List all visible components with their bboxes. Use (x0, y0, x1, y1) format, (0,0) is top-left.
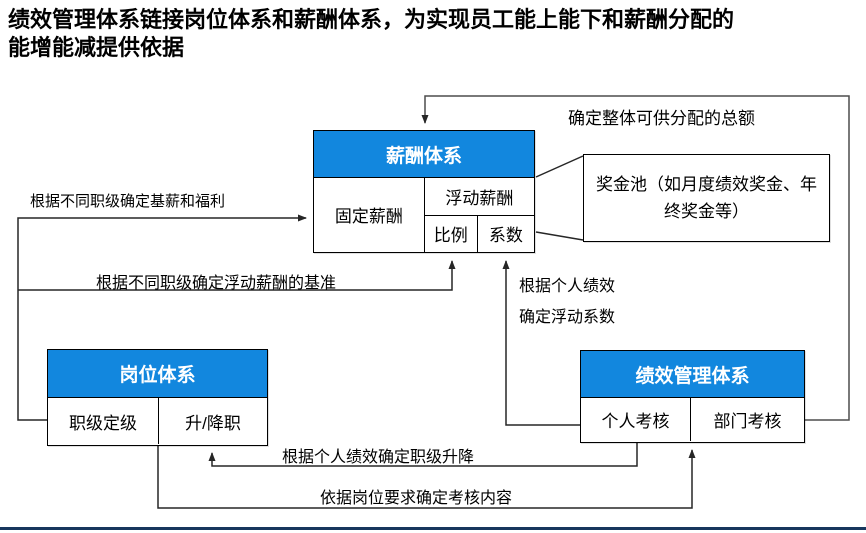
page-title-line2: 能增能减提供依据 (8, 35, 185, 60)
compensation-system-body: 固定薪酬 浮动薪酬 比例 系数 (314, 178, 534, 252)
cell-rank-grading: 职级定级 (48, 398, 159, 444)
label-personal-coef-line2: 确定浮动系数 (519, 309, 616, 326)
compensation-system-header: 薪酬体系 (314, 131, 534, 178)
callout-line-top (535, 155, 584, 178)
footer-bar (0, 527, 866, 530)
compensation-right-column: 浮动薪酬 比例 系数 (424, 178, 534, 252)
cell-fixed-salary: 固定薪酬 (314, 178, 425, 252)
compensation-ratio-coef-row: 比例 系数 (425, 216, 534, 252)
label-promotion: 根据个人绩效确定职级升降 (282, 449, 475, 466)
bonus-pool-line1: 奖金池（如月度绩效奖金、年 (596, 175, 817, 194)
label-base-salary: 根据不同职级确定基薪和福利 (30, 193, 226, 210)
label-personal-coef-line1: 根据个人绩效 (519, 278, 616, 295)
page-title-line1: 绩效管理体系链接岗位体系和薪酬体系，为实现员工能上能下和薪酬分配的 (8, 7, 735, 32)
cell-ratio: 比例 (425, 216, 478, 252)
performance-system-box: 绩效管理体系 个人考核 部门考核 (580, 350, 805, 443)
cell-promotion-demotion: 升/降职 (185, 413, 241, 433)
callout-line-bottom (535, 231, 584, 241)
position-system-box: 岗位体系 职级定级 升/降职 (47, 349, 268, 446)
position-system-header: 岗位体系 (48, 350, 267, 398)
cell-individual-assessment: 个人考核 (581, 398, 691, 441)
cell-coefficient: 系数 (488, 226, 523, 246)
performance-system-cells: 个人考核 部门考核 (581, 398, 804, 441)
label-floating-base: 根据不同职级确定浮动薪酬的基准 (96, 275, 337, 292)
position-system-cells: 职级定级 升/降职 (48, 398, 267, 444)
page-title: 绩效管理体系链接岗位体系和薪酬体系，为实现员工能上能下和薪酬分配的 能增能减提供… (8, 6, 854, 62)
cell-floating-salary: 浮动薪酬 (424, 178, 534, 216)
performance-system-header: 绩效管理体系 (581, 351, 804, 398)
bonus-pool-box: 奖金池（如月度绩效奖金、年 终奖金等） (583, 154, 830, 242)
label-assessment-content: 依据岗位要求确定考核内容 (320, 490, 513, 507)
label-total-allocation: 确定整体可供分配的总额 (568, 109, 755, 128)
cell-department-assessment: 部门考核 (713, 412, 782, 431)
compensation-system-box: 薪酬体系 固定薪酬 浮动薪酬 比例 系数 (313, 130, 535, 253)
bonus-pool-line2: 终奖金等） (664, 202, 749, 221)
